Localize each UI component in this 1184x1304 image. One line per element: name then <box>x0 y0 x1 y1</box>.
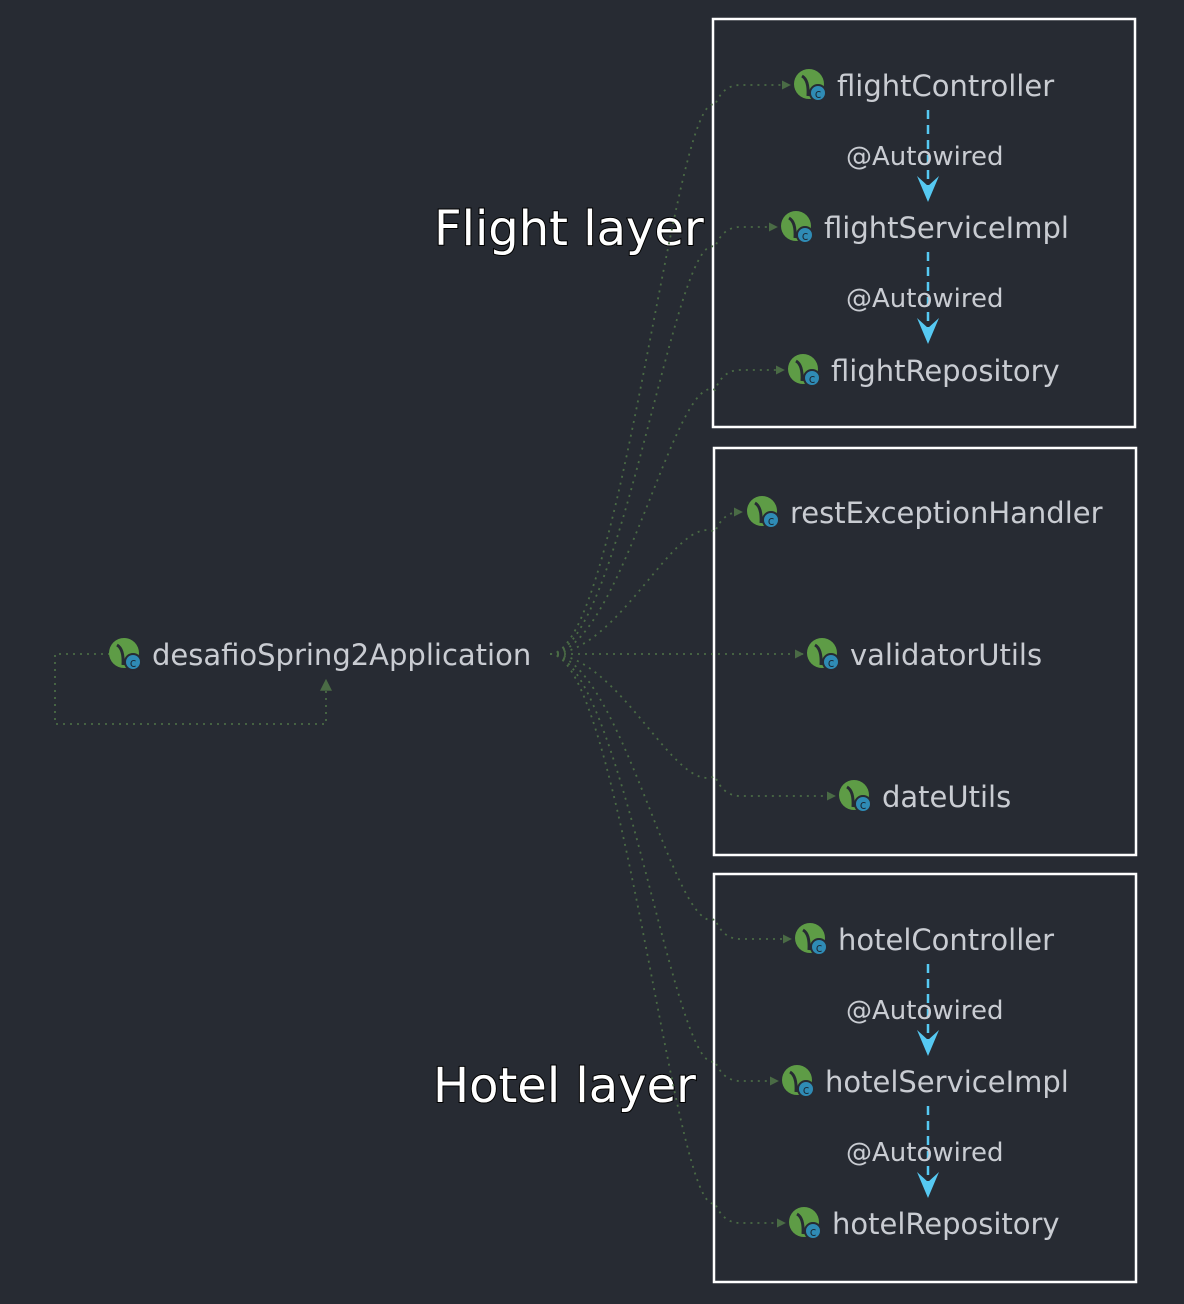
root-bean-node[interactable]: c desafioSpring2Application <box>109 638 531 672</box>
bean-node-dateUtils[interactable]: c dateUtils <box>839 780 1011 814</box>
spring-bean-icon: c <box>789 1207 822 1240</box>
autowired-label: @Autowired <box>846 284 1003 314</box>
svg-text:c: c <box>130 656 137 670</box>
bean-node-flightController[interactable]: c flightController <box>794 69 1054 103</box>
spring-bean-icon: c <box>807 638 840 671</box>
flight-layer-label: Flight layer <box>434 201 704 257</box>
bean-label: dateUtils <box>882 780 1011 814</box>
bean-label: hotelRepository <box>832 1207 1060 1241</box>
autowired-arrowhead <box>917 318 939 344</box>
dependency-edge <box>549 653 779 1086</box>
common-layer-box <box>712 446 1138 857</box>
hotel-layer-label: Hotel layer <box>433 1058 696 1114</box>
spring-bean-icon: c <box>788 354 821 387</box>
autowired-label: @Autowired <box>846 1138 1003 1168</box>
dependency-edge <box>549 653 786 1228</box>
spring-bean-icon: c <box>794 69 827 102</box>
bean-label: flightRepository <box>831 354 1060 388</box>
svg-text:c: c <box>803 1083 810 1097</box>
spring-bean-icon: c <box>839 780 872 813</box>
bean-label: flightController <box>837 69 1054 103</box>
root-bean-label: desafioSpring2Application <box>152 638 531 672</box>
svg-text:c: c <box>815 87 822 101</box>
bean-label: flightServiceImpl <box>824 211 1069 245</box>
svg-text:c: c <box>860 798 867 812</box>
bean-node-flightServiceImpl[interactable]: c flightServiceImpl <box>781 211 1069 245</box>
svg-text:c: c <box>816 941 823 955</box>
bean-label: restExceptionHandler <box>790 496 1103 530</box>
dependency-edge <box>549 222 778 655</box>
autowired-arrowhead <box>917 176 939 202</box>
dependency-edge <box>549 653 792 944</box>
bean-label: validatorUtils <box>850 638 1042 672</box>
dependency-edges <box>549 80 836 1228</box>
spring-bean-icon: c <box>747 496 780 529</box>
svg-text:c: c <box>828 656 835 670</box>
autowired-arrowhead <box>917 1030 939 1056</box>
svg-text:c: c <box>768 514 775 528</box>
spring-bean-icon: c <box>782 1065 815 1098</box>
flight-layer-box <box>711 17 1137 429</box>
svg-text:c: c <box>802 229 809 243</box>
bean-node-hotelServiceImpl[interactable]: c hotelServiceImpl <box>782 1065 1069 1099</box>
dependency-edge <box>549 653 836 801</box>
autowired-arrowhead <box>917 1172 939 1198</box>
dependency-edge <box>549 365 785 655</box>
autowired-label: @Autowired <box>846 996 1003 1026</box>
dependency-edge <box>549 507 743 655</box>
bean-node-validatorUtils[interactable]: c validatorUtils <box>807 638 1042 672</box>
bean-label: hotelController <box>838 923 1054 957</box>
autowired-edges <box>917 110 939 1198</box>
spring-bean-icon: c <box>795 923 828 956</box>
bean-node-hotelController[interactable]: c hotelController <box>795 923 1054 957</box>
spring-bean-icon: c <box>109 638 142 671</box>
bean-node-flightRepository[interactable]: c flightRepository <box>788 354 1060 388</box>
bean-node-restExceptionHandler[interactable]: c restExceptionHandler <box>747 496 1103 530</box>
bean-label: hotelServiceImpl <box>825 1065 1069 1099</box>
spring-bean-icon: c <box>781 211 814 244</box>
autowired-label: @Autowired <box>846 142 1003 172</box>
root-self-loop-edge <box>54 653 332 725</box>
svg-text:c: c <box>809 372 816 386</box>
bean-node-hotelRepository[interactable]: c hotelRepository <box>789 1207 1060 1241</box>
hotel-layer-box <box>712 872 1138 1284</box>
svg-text:c: c <box>810 1225 817 1239</box>
